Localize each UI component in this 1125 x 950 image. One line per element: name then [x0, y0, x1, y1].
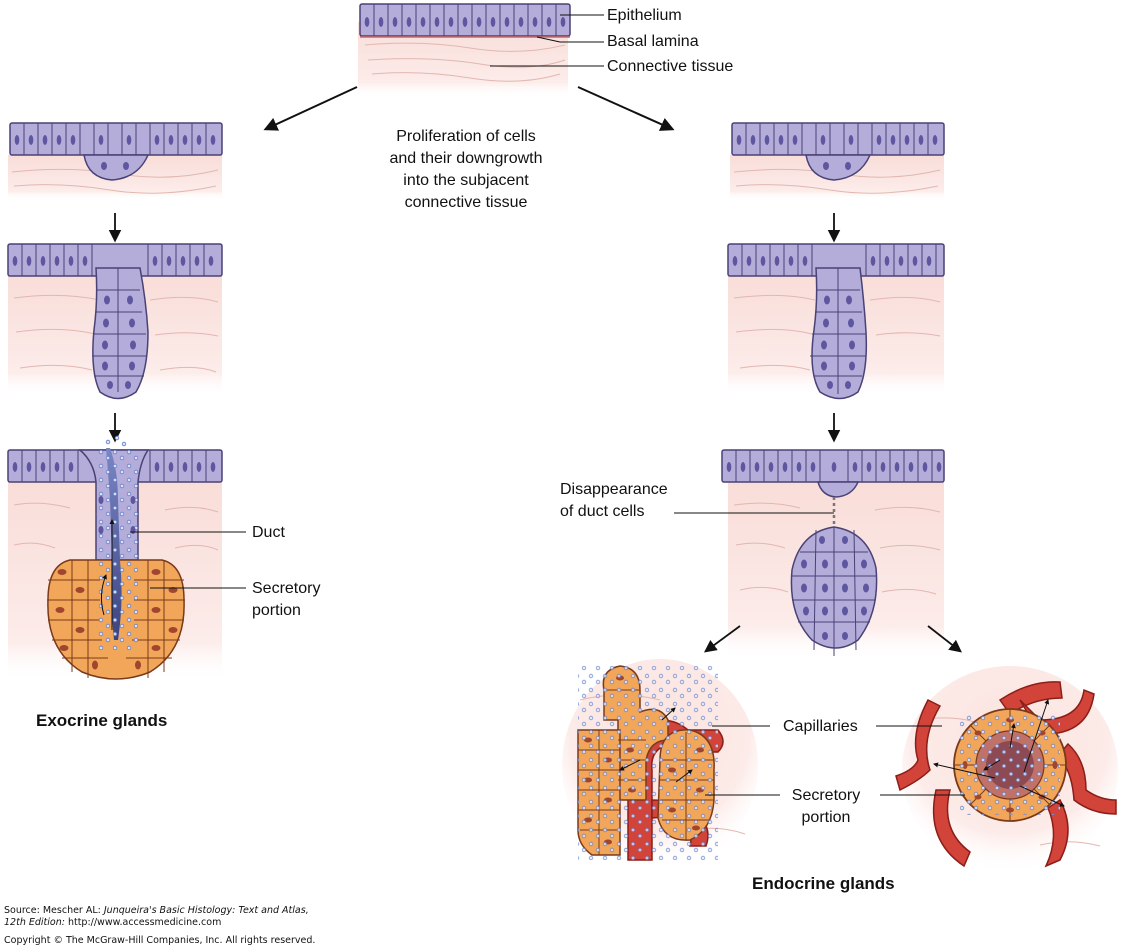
exocrine-glands-title: Exocrine glands: [36, 711, 168, 730]
edition-label: 12th Edition:: [4, 917, 65, 928]
arrow-to-cord-gland: [703, 625, 741, 653]
label-proliferation: Proliferation of cells and their downgro…: [356, 126, 576, 214]
arrow-to-endocrine: [577, 86, 675, 131]
top-panel: [263, 3, 675, 131]
source-url[interactable]: http://www.accessmedicine.com: [64, 917, 222, 928]
source-citation: Source: Mescher AL: Junqueira's Basic Hi…: [4, 905, 309, 916]
basal-lamina-leader: [536, 36, 561, 43]
endocrine-stage-2: [727, 243, 945, 400]
endocrine-cord-gland: [562, 659, 780, 871]
endo-secretory-line-1: Secretory: [791, 787, 861, 804]
arrow-to-exocrine: [263, 86, 358, 131]
label-exo-secretory-portion: Secretory portion: [252, 578, 320, 622]
proliferation-line-4: connective tissue: [404, 194, 528, 211]
disappearance-line-2: of duct cells: [560, 503, 645, 520]
label-capillaries: Capillaries: [783, 718, 858, 735]
proliferation-line-3: into the subjacent: [403, 172, 529, 189]
endocrine-stage-1: [730, 122, 945, 200]
endo-secretory-line-2: portion: [801, 809, 851, 826]
endocrine-stage-3: [674, 449, 962, 662]
exocrine-stage-2: [7, 243, 223, 400]
copyright-notice: Copyright © The McGraw-Hill Companies, I…: [4, 935, 316, 946]
source-title: Junqueira's Basic Histology: Text and At…: [103, 905, 309, 916]
proliferation-line-2: and their downgrowth: [389, 150, 543, 167]
top-epithelium: [359, 3, 571, 38]
source-prefix: Source: Mescher AL:: [4, 905, 104, 916]
exocrine-stage-1: [8, 122, 223, 200]
exo-secretory-line-1: Secretory: [252, 580, 321, 597]
exocrine-gland: [7, 435, 246, 682]
label-disappearance: Disappearance of duct cells: [560, 479, 668, 523]
label-connective-tissue: Connective tissue: [607, 58, 734, 75]
label-duct: Duct: [252, 524, 285, 541]
endocrine-glands-title: Endocrine glands: [752, 874, 895, 893]
disappearance-line-1: Disappearance: [560, 481, 668, 498]
label-basal-lamina: Basal lamina: [607, 33, 699, 50]
arrow-to-follicle-gland: [927, 625, 962, 653]
label-endo-secretory-portion: Secretory portion: [778, 785, 874, 829]
source-edition: 12th Edition: http://www.accessmedicine.…: [4, 917, 221, 928]
label-epithelium: Epithelium: [607, 7, 682, 24]
endocrine-follicle-gland: [876, 666, 1118, 874]
exo-secretory-line-2: portion: [252, 602, 301, 619]
proliferation-line-1: Proliferation of cells: [396, 128, 536, 145]
